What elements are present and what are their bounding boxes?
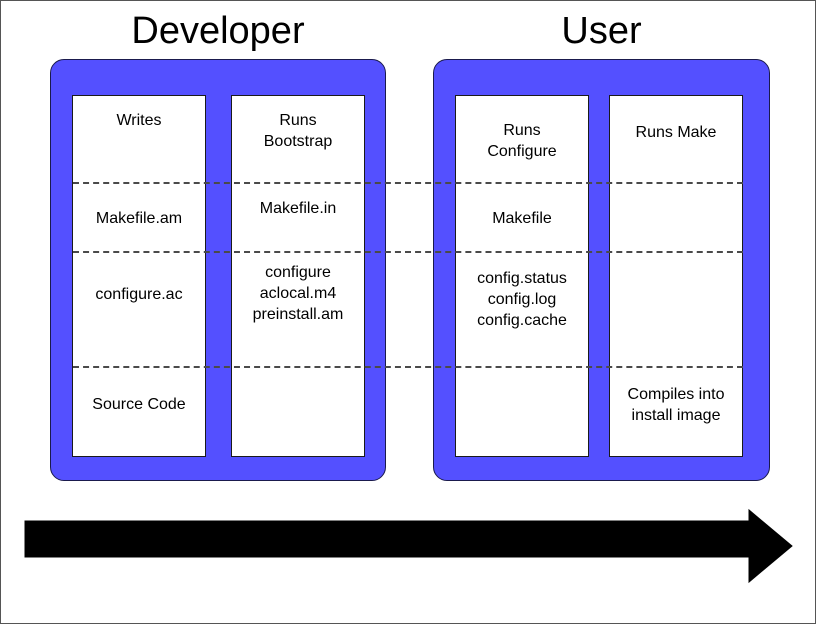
cell-bootstrap-generated-files: configure aclocal.m4 preinstall.am — [252, 264, 344, 323]
cell-configure-status-files: config.status config.log config.cache — [477, 270, 567, 329]
cell-writes-configure-ac: configure.ac — [95, 286, 183, 303]
stage-separator-1 — [73, 182, 743, 184]
cell-bootstrap-makefile-in: Makefile.in — [259, 200, 337, 217]
stage-separator-3 — [73, 366, 743, 368]
column-runs-bootstrap: Runs Bootstrap Makefile.in configure acl… — [231, 95, 365, 457]
group-title-developer: Developer — [131, 10, 305, 52]
cell-bootstrap-action: Runs Bootstrap — [263, 112, 333, 150]
cell-writes-source-code: Source Code — [92, 396, 186, 413]
process-flow-arrow — [21, 501, 797, 593]
cell-writes-makefile-am: Makefile.am — [95, 210, 183, 227]
cell-make-action: Runs Make — [635, 124, 717, 141]
group-title-user: User — [561, 10, 642, 52]
cell-configure-action: Runs Configure — [487, 122, 557, 160]
stage-separator-2 — [73, 251, 743, 253]
column-runs-make: Runs Make Compiles into install image — [609, 95, 743, 457]
arrow-right-icon — [24, 508, 793, 584]
cell-make-compiles-install-image: Compiles into install image — [627, 386, 725, 424]
cell-writes-action: Writes — [116, 112, 162, 129]
column-writes: Writes Makefile.am configure.ac Source C… — [72, 95, 206, 457]
column-runs-configure: Runs Configure Makefile config.status co… — [455, 95, 589, 457]
cell-configure-makefile: Makefile — [492, 210, 552, 227]
